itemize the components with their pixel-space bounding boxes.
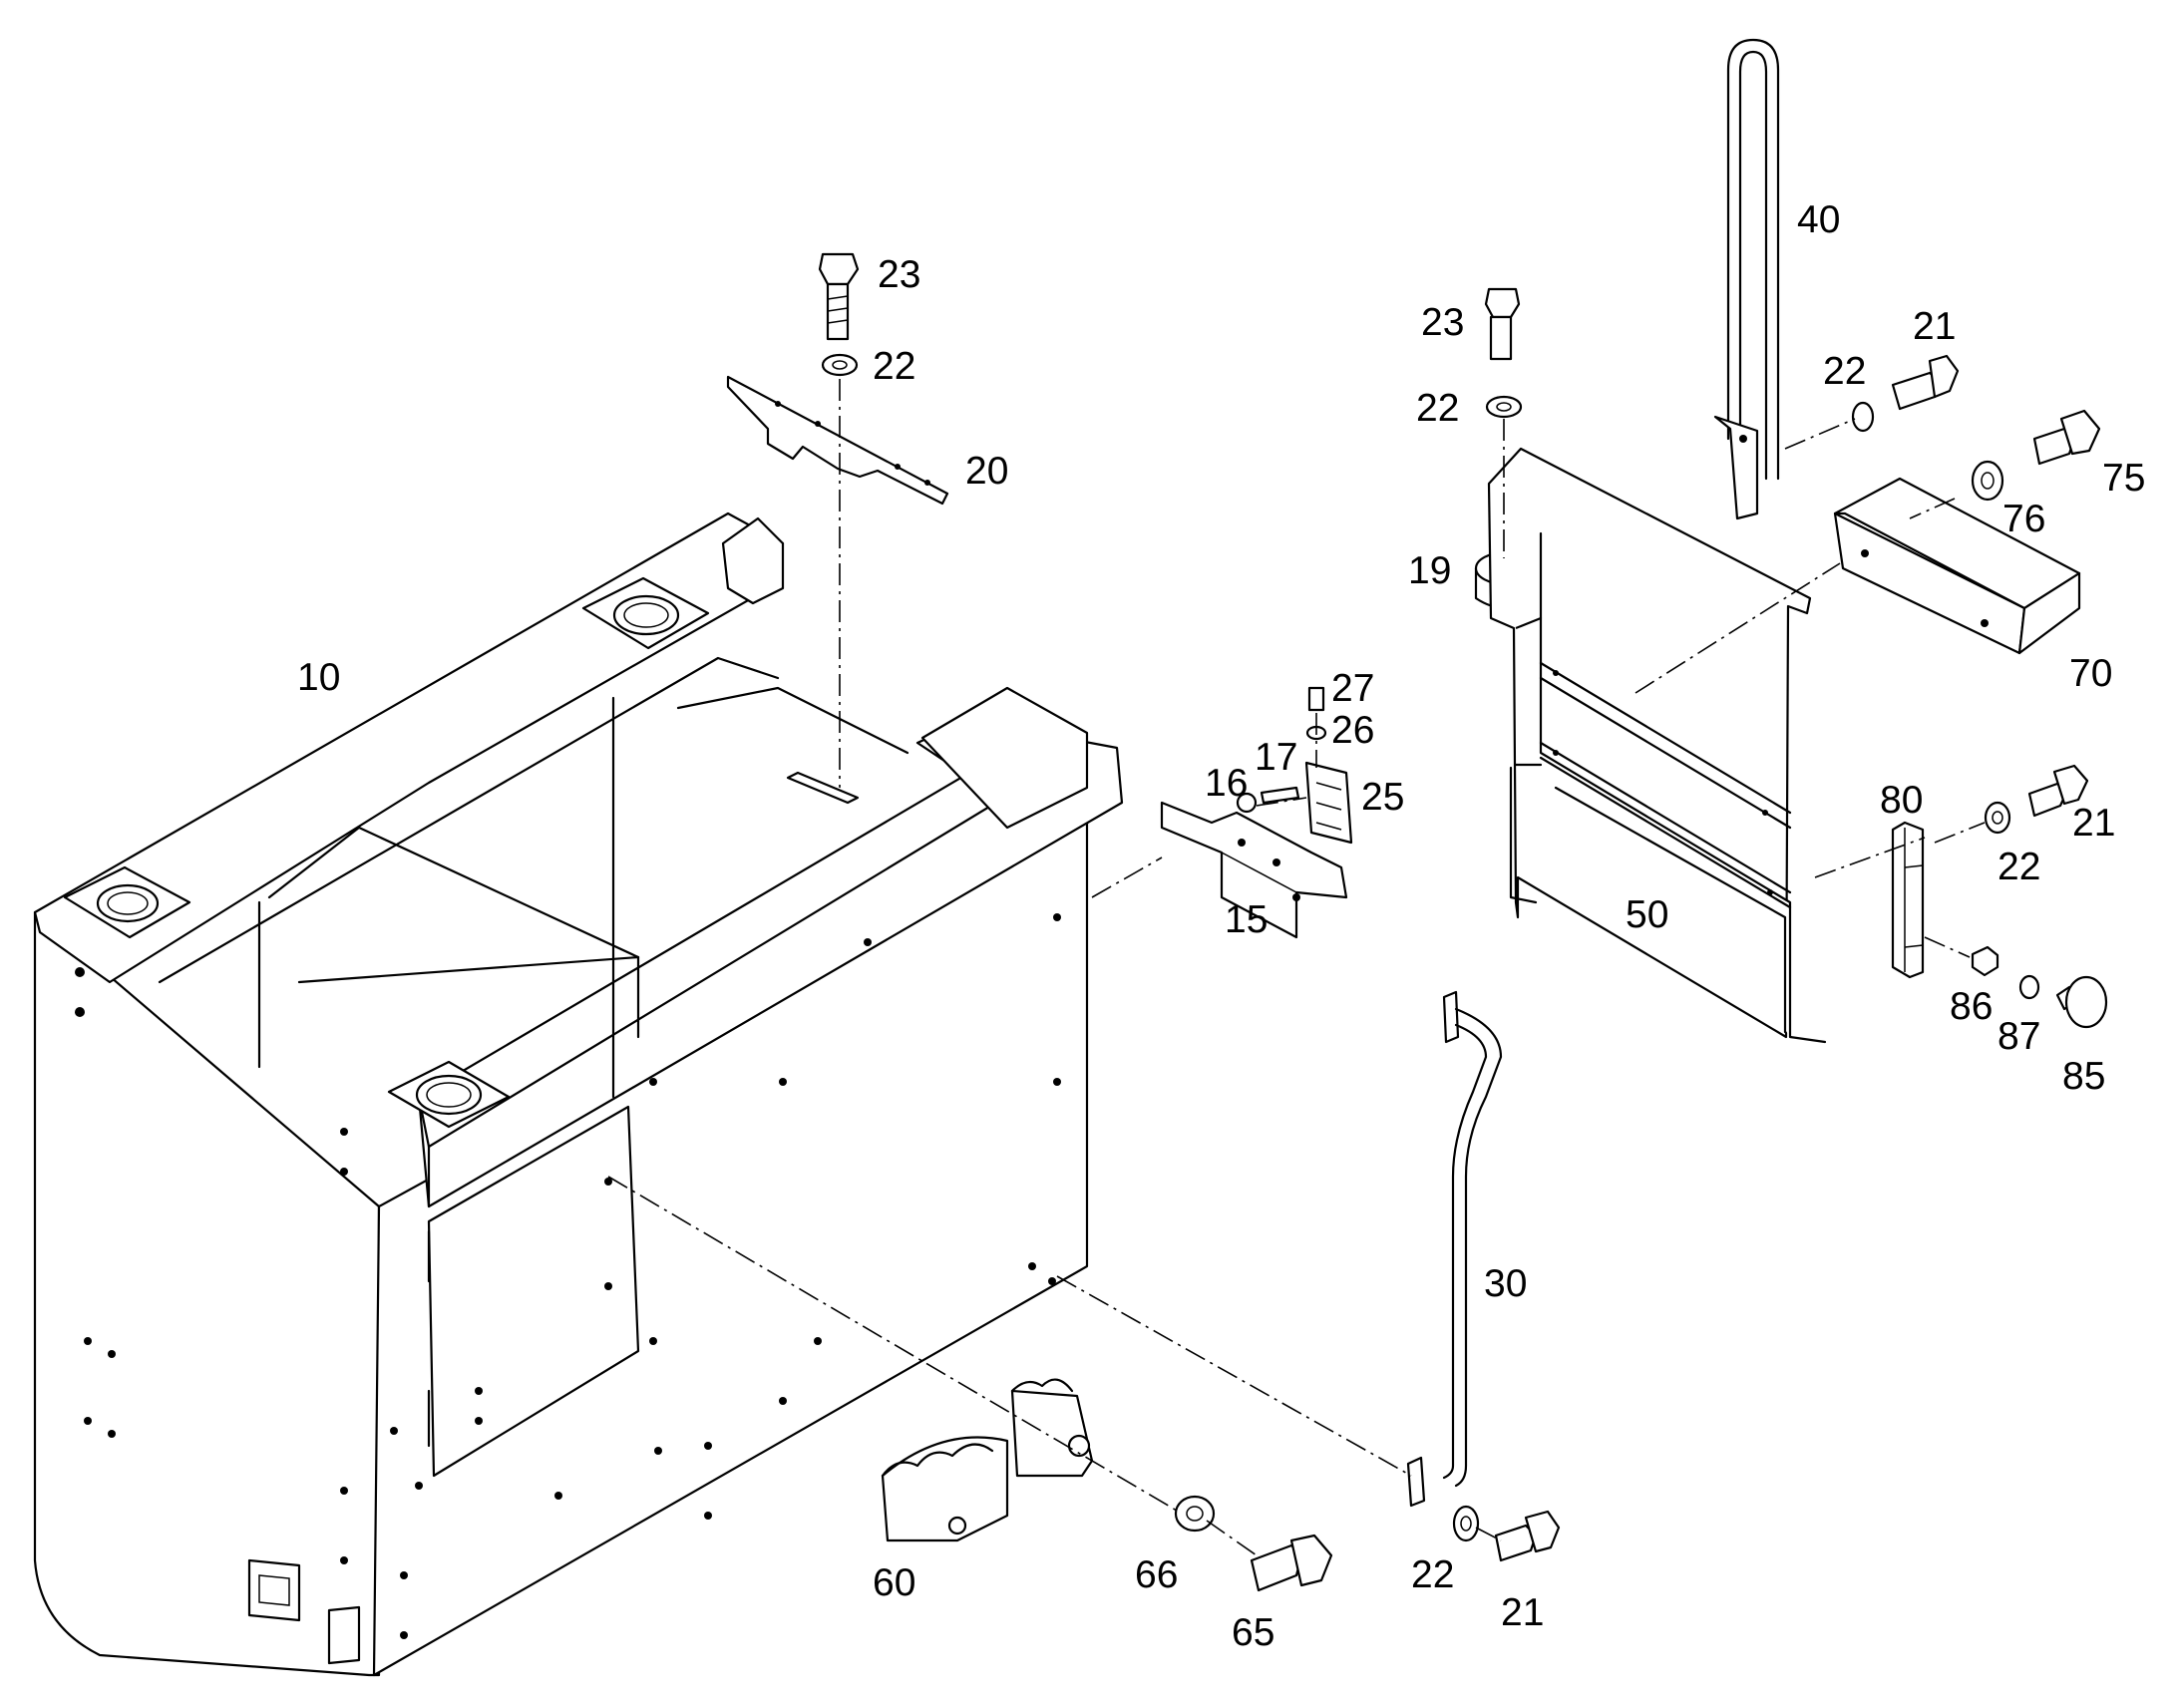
bolt-part-21-upper (1891, 354, 1960, 411)
callout-75: 75 (2102, 457, 2145, 500)
screw-part-27 (1307, 686, 1325, 712)
washer-part-22-lower-right (1984, 801, 2011, 835)
callout-27: 27 (1331, 667, 1374, 710)
callout-20: 20 (965, 450, 1008, 493)
callout-66: 66 (1135, 1553, 1178, 1596)
callout-10: 10 (297, 656, 340, 699)
callout-22-right: 22 (1998, 846, 2040, 888)
bolt-part-23-left (818, 252, 860, 341)
cover-part-70 (1833, 477, 2081, 655)
callout-70: 70 (2069, 652, 2112, 695)
washer-part-22-left (821, 353, 859, 377)
callout-22-left: 22 (873, 345, 915, 388)
callout-76: 76 (2002, 498, 2045, 540)
assembly-center-lines (607, 379, 1986, 1556)
callout-16: 16 (1205, 762, 1248, 805)
callout-21-bottom: 21 (1501, 1591, 1544, 1634)
bolt-part-75 (2032, 409, 2101, 466)
callout-23-right: 23 (1421, 301, 1464, 344)
callout-15: 15 (1225, 898, 1268, 941)
callout-86: 86 (1950, 985, 1993, 1028)
cabinet-frame-part-10 (33, 512, 1124, 1677)
callout-labels: 10 15 16 17 19 20 21 21 21 22 22 22 22 2… (297, 198, 2145, 1654)
plate-part-25 (1304, 761, 1353, 845)
bolt-part-21-lower-right (2027, 764, 2089, 818)
step-part-60 (881, 1378, 1094, 1542)
callout-22-mid: 22 (1416, 387, 1459, 430)
screw-part-16 (1236, 792, 1258, 814)
callout-19: 19 (1408, 549, 1451, 592)
corner-pad-front-left (63, 865, 191, 939)
bracket-part-80 (1891, 821, 1925, 979)
screw-part-17 (1260, 786, 1300, 805)
nut-part-86 (1971, 945, 1999, 977)
callout-30: 30 (1484, 1262, 1527, 1305)
washer-part-76 (1971, 460, 2004, 502)
bolt-part-21-bottom (1494, 1510, 1561, 1562)
handle-bar-part-30 (1406, 990, 1503, 1508)
callout-60: 60 (873, 1561, 915, 1604)
callout-22-upper: 22 (1823, 350, 1866, 393)
callout-26: 26 (1331, 709, 1374, 752)
mounting-holes (75, 913, 1061, 1639)
callout-65: 65 (1232, 1611, 1274, 1654)
washer-part-22-right (1485, 395, 1523, 419)
bolt-part-23-right (1484, 287, 1521, 361)
callout-50: 50 (1626, 893, 1668, 936)
bolt-part-65 (1250, 1534, 1333, 1592)
mounting-strip-part-20 (726, 375, 949, 506)
callout-21-right: 21 (2072, 802, 2115, 845)
callout-23-left: 23 (878, 253, 920, 296)
callout-40: 40 (1797, 198, 1840, 241)
frame-bracket-part-50 (1487, 447, 1827, 1044)
washer-part-66 (1174, 1495, 1216, 1533)
callout-85: 85 (2062, 1055, 2105, 1098)
callout-80: 80 (1880, 779, 1923, 822)
callout-21-top: 21 (1913, 305, 1956, 348)
u-handle-part-40 (1713, 38, 1780, 520)
callout-25: 25 (1361, 776, 1404, 819)
knob-part-85 (2055, 975, 2108, 1029)
callout-17: 17 (1255, 736, 1297, 779)
callout-87: 87 (1998, 1015, 2040, 1058)
corner-pad-back-left (581, 576, 710, 650)
washer-part-87 (2018, 974, 2040, 1000)
callout-22-bottom: 22 (1411, 1553, 1454, 1596)
washer-part-22-upper (1851, 401, 1875, 433)
bracket-assembly-part-15 (1160, 801, 1348, 939)
corner-pad-front-center (387, 1060, 511, 1129)
washer-part-22-bottom (1452, 1505, 1480, 1542)
